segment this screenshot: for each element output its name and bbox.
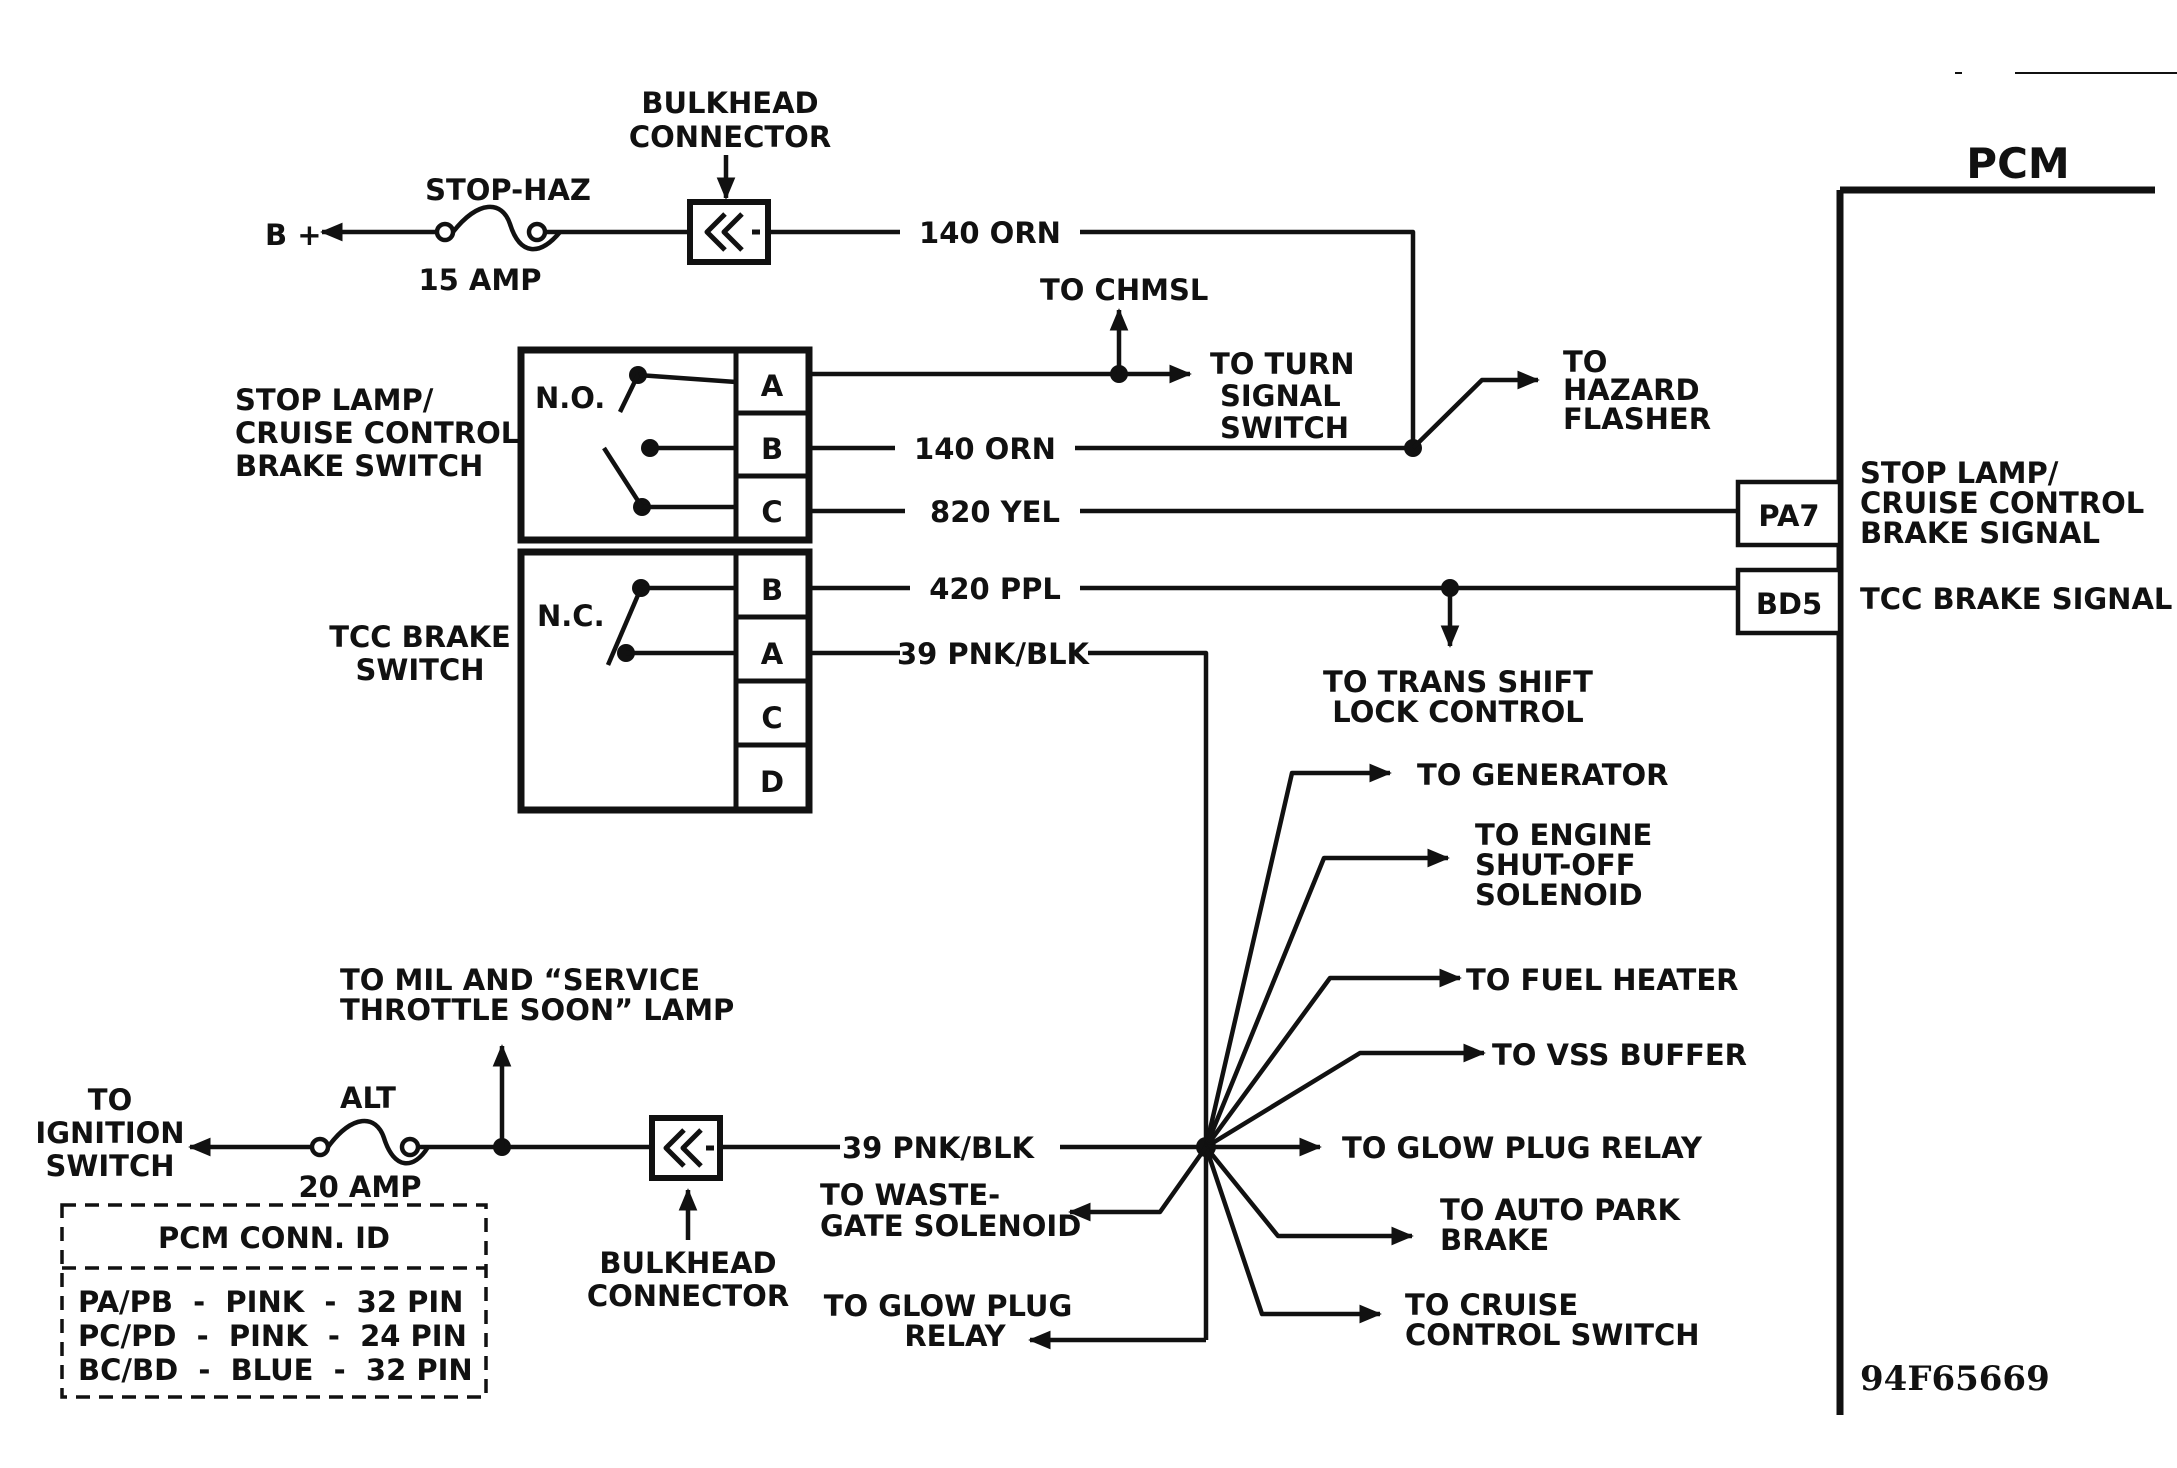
to-chmsl-label: TO CHMSL (1040, 273, 1208, 307)
to-trans-label-1: TO TRANS SHIFT (1323, 665, 1593, 699)
stop-haz-label: STOP-HAZ (425, 173, 591, 207)
wire-140-orn-b: 140 ORN (914, 432, 1056, 466)
to-cruise-label-1: TO CRUISE (1405, 1288, 1578, 1322)
tcc-switch-label-2: SWITCH (356, 653, 485, 687)
to-auto-park-label-1: TO AUTO PARK (1440, 1193, 1682, 1227)
wire-39-pnk-blk-a: 39 PNK/BLK (897, 637, 1091, 671)
pin-bd5-box (1735, 567, 1843, 636)
to-turn-label-3: SWITCH (1220, 411, 1349, 445)
to-turn-label-2: SIGNAL (1220, 379, 1341, 413)
pin-bd5: BD5 (1756, 587, 1822, 621)
fuse-15-amp-label: 15 AMP (418, 263, 541, 297)
to-hazard-label-1: TO (1563, 345, 1607, 379)
tcc-pin-a-circuit: 39 PNK/BLK TO GLOW PLUG RELAY (809, 637, 1209, 1353)
to-fuel-heater-label: TO FUEL HEATER (1466, 963, 1738, 997)
to-engine-label-1: TO ENGINE (1475, 818, 1652, 852)
stop-switch-label-1: STOP LAMP/ (235, 383, 434, 417)
wire-39-pnk-blk-bottom: 39 PNK/BLK (842, 1131, 1036, 1165)
to-mil-label-1: TO MIL AND “SERVICE (340, 963, 700, 997)
to-auto-park-label-2: BRAKE (1440, 1223, 1549, 1257)
to-cruise-label-2: CONTROL SWITCH (1405, 1318, 1700, 1352)
to-vss-buffer-label: TO VSS BUFFER (1492, 1038, 1747, 1072)
alt-fuse-terminal-left (309, 1136, 331, 1158)
pcm-module: PCM STOP LAMP/ CRUISE CONTROL BRAKE SIGN… (1735, 72, 2177, 1415)
pcm-stop-signal-3: BRAKE SIGNAL (1860, 516, 2100, 550)
to-mil-label-2: THROTTLE SOON” LAMP (340, 993, 734, 1027)
fuse-terminal-right (526, 221, 548, 243)
alt-fuse-label: ALT (340, 1081, 396, 1115)
fuse-terminal-left (434, 221, 456, 243)
stop-switch-label-2: CRUISE CONTROL (235, 416, 519, 450)
legend-row-1: PA/PB - PINK - 32 PIN (78, 1285, 463, 1319)
to-engine-label-2: SHUT-OFF (1475, 848, 1636, 882)
bottom-circuit: TO IGNITION SWITCH ALT 20 AMP TO MIL AND… (35, 963, 1206, 1313)
to-hazard-label-2: HAZARD (1563, 373, 1700, 407)
pcm-conn-id-legend: PCM CONN. ID PA/PB - PINK - 32 PIN PC/PD… (60, 1203, 488, 1399)
to-generator-label: TO GENERATOR (1417, 758, 1669, 792)
tcc-pin-a: A (761, 637, 784, 671)
legend-row-2: PC/PD - PINK - 24 PIN (78, 1319, 467, 1353)
tcc-brake-switch: B A C D N.C. TCC BRAKE SWITCH (329, 548, 813, 814)
to-waste-label-2: GATE SOLENOID (820, 1209, 1081, 1243)
pcm-stop-signal-2: CRUISE CONTROL (1860, 486, 2144, 520)
to-turn-label-1: TO TURN (1210, 347, 1354, 381)
stop-lamp-brake-switch: A B C N.O. STOP LAMP/ CRUISE CONTROL BRA… (235, 346, 813, 544)
to-engine-label-3: SOLENOID (1475, 878, 1643, 912)
tcc-pin-d: D (760, 765, 784, 799)
pcm-title: PCM (1966, 139, 2069, 188)
fuse-20-amp-label: 20 AMP (298, 1170, 421, 1204)
pin-pa7: PA7 (1758, 499, 1819, 533)
tcc-pin-b: B (761, 573, 783, 607)
to-waste-label-1: TO WASTE- (820, 1178, 1000, 1212)
tcc-pin-c: C (761, 701, 782, 735)
top-bulkhead-label-2: CONNECTOR (629, 120, 831, 154)
pin-pa7-box (1735, 479, 1843, 548)
legend-title: PCM CONN. ID (158, 1221, 390, 1255)
bottom-bulkhead-label-2: CONNECTOR (587, 1279, 789, 1313)
splice-fanout: TO GENERATOR TO ENGINE SHUT-OFF SOLENOID… (820, 758, 1747, 1352)
to-ignition-label-1: TO (88, 1083, 132, 1117)
stop-switch-pin-a: A (761, 369, 784, 403)
to-glow-left-label-1: TO GLOW PLUG (824, 1289, 1073, 1323)
b-plus-label: B + (265, 218, 322, 252)
tcc-switch-label-1: TCC BRAKE (329, 620, 511, 654)
to-ignition-label-2: IGNITION (35, 1116, 184, 1150)
stop-switch-label-3: BRAKE SWITCH (235, 449, 483, 483)
tcc-switch-state: N.C. (537, 599, 605, 633)
to-glow-right-label: TO GLOW PLUG RELAY (1342, 1131, 1703, 1165)
figure-code: 94F65669 (1860, 1359, 2050, 1399)
to-ignition-label-3: SWITCH (46, 1149, 175, 1183)
pcm-tcc-signal: TCC BRAKE SIGNAL (1860, 582, 2172, 616)
pcm-stop-signal-1: STOP LAMP/ (1860, 456, 2059, 490)
wire-820-yel: 820 YEL (930, 495, 1060, 529)
pin-b-circuit: 140 ORN TO HAZARD FLASHER (809, 345, 1711, 466)
legend-row-3: BC/BD - BLUE - 32 PIN (78, 1353, 473, 1387)
tcc-pin-b-circuit: 420 PPL TO TRANS SHIFT LOCK CONTROL (809, 572, 1738, 729)
stop-switch-pin-b: B (761, 432, 783, 466)
alt-fuse-terminal-right (399, 1136, 421, 1158)
stop-switch-state: N.O. (535, 381, 605, 415)
to-hazard-label-3: FLASHER (1563, 402, 1711, 436)
wire-140-orn-top: 140 ORN (919, 216, 1061, 250)
to-trans-label-2: LOCK CONTROL (1332, 695, 1583, 729)
pin-a-circuit: TO CHMSL TO TURN SIGNAL SWITCH (809, 273, 1354, 445)
stop-switch-pin-c: C (761, 495, 782, 529)
bottom-bulkhead-label-1: BULKHEAD (599, 1246, 776, 1280)
top-bulkhead-label-1: BULKHEAD (641, 86, 818, 120)
wire-420-ppl: 420 PPL (929, 572, 1061, 606)
stop-haz-fuse-icon (451, 204, 562, 252)
top-circuit: B + STOP-HAZ 15 AMP BULKHEAD CONNECTOR 1… (265, 86, 1416, 448)
alt-fuse-icon (326, 1118, 430, 1166)
pin-c-circuit: 820 YEL (809, 495, 1738, 529)
to-glow-left-label-2: RELAY (904, 1319, 1006, 1353)
